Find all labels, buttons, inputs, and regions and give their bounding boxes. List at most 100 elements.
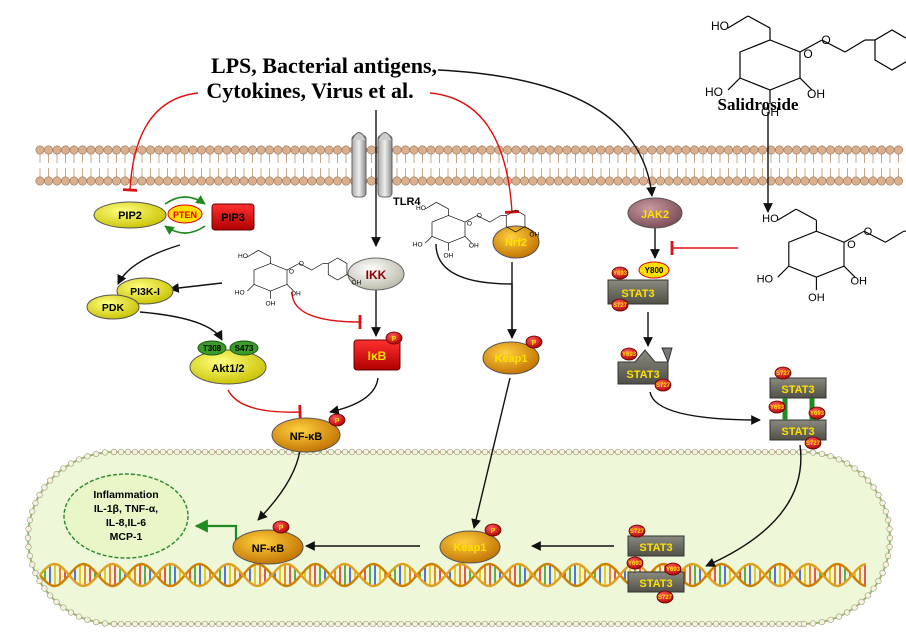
pten-node: PTEN [164, 195, 206, 235]
stat3-node-2: STAT3 Y693 S727 [617, 347, 673, 392]
keap1-to-nucleus [471, 377, 511, 529]
svg-text:OH: OH [351, 279, 361, 286]
stimulus-line2: Cytokines, Virus et al. [206, 78, 413, 103]
dimer-to-nucleus [705, 444, 802, 567]
svg-text:Y693: Y693 [622, 352, 637, 358]
connectors [117, 69, 802, 567]
svg-text:O: O [864, 226, 873, 238]
pi3k-node: PI3K-I [116, 277, 174, 305]
salidroside-to-keap1 [435, 243, 517, 339]
dna-helix [39, 562, 867, 588]
stimulus-line1: LPS, Bacterial antigens, [211, 53, 437, 78]
svg-text:OH: OH [266, 300, 276, 307]
svg-text:O: O [803, 47, 812, 61]
inhibit-nrf2 [429, 92, 520, 214]
svg-text:OH: OH [761, 105, 779, 119]
nfkb-nucleus-node: NF-κB P [232, 520, 304, 565]
stimulus-to-jak2 [437, 69, 656, 197]
svg-text:HO: HO [413, 241, 423, 248]
svg-text:OH: OH [850, 276, 867, 288]
svg-text:OH: OH [529, 231, 539, 238]
stat3-dimer-cytoplasm: STAT3 STAT3 S727 Y693 Y693 S727 [768, 366, 827, 450]
pip3-node: PIP3 [211, 203, 255, 231]
svg-text:OH: OH [291, 290, 301, 297]
svg-text:JAK2: JAK2 [641, 209, 669, 221]
svg-text:MCP-1: MCP-1 [110, 531, 143, 543]
svg-text:OH: OH [444, 252, 454, 259]
stat3-node-1: STAT3 Y800 Y693 S727 [607, 261, 670, 312]
nfkb-to-nucleus [257, 449, 301, 521]
svg-text:STAT3: STAT3 [781, 384, 814, 396]
svg-text:Y693: Y693 [613, 271, 628, 277]
pdk-node: PDK [86, 294, 140, 320]
svg-text:NF-κB: NF-κB [252, 543, 284, 555]
svg-text:P: P [392, 336, 397, 343]
svg-text:IκB: IκB [368, 349, 387, 363]
inhibit-ikb [291, 291, 362, 330]
stat3-to-dimer [649, 391, 761, 425]
svg-text:Nrf2: Nrf2 [505, 237, 527, 249]
svg-text:PIP2: PIP2 [118, 210, 142, 222]
ikb-node: IκB P [353, 331, 403, 371]
keap1-nucleus-node: Keap1 P [439, 523, 502, 564]
svg-text:S727: S727 [656, 383, 671, 389]
tlr4-receptor: TLR4 [351, 132, 421, 208]
svg-text:PI3K-I: PI3K-I [130, 286, 160, 298]
svg-text:Keap1: Keap1 [453, 542, 486, 554]
svg-text:O: O [477, 213, 482, 220]
svg-text:HO: HO [238, 253, 248, 260]
svg-text:PDK: PDK [102, 302, 125, 314]
s473-label: S473 [235, 344, 254, 353]
svg-text:P: P [279, 525, 284, 532]
svg-text:Y693: Y693 [666, 567, 681, 573]
svg-text:NF-κB: NF-κB [290, 431, 322, 443]
pdk-to-akt [139, 311, 223, 341]
svg-text:S727: S727 [776, 371, 791, 377]
inhibit-pip2 [122, 92, 199, 192]
nfkb-node: NF-κB P [271, 413, 346, 453]
inhibit-nfkb [227, 389, 302, 420]
keap1-node: Keap1 P [482, 335, 543, 375]
pip3-to-pi3k [117, 244, 181, 285]
svg-text:HO: HO [711, 19, 729, 33]
svg-text:S727: S727 [630, 529, 645, 535]
svg-text:O: O [467, 220, 472, 227]
svg-text:OH: OH [469, 242, 479, 249]
svg-text:OH: OH [807, 87, 825, 101]
akt-node: Akt1/2 T308 S473 [189, 340, 267, 385]
svg-text:P: P [491, 528, 496, 535]
svg-text:PIP3: PIP3 [221, 212, 245, 224]
svg-text:O: O [821, 33, 830, 47]
svg-text:STAT3: STAT3 [639, 578, 672, 590]
svg-text:Y693: Y693 [770, 405, 785, 411]
tlr4-label: TLR4 [393, 196, 421, 208]
ikb-to-nfkb [329, 377, 379, 415]
svg-text:P: P [532, 340, 537, 347]
svg-text:Inflammation: Inflammation [93, 489, 158, 501]
svg-text:S727: S727 [806, 441, 821, 447]
svg-text:HO: HO [762, 213, 779, 225]
svg-text:HO: HO [705, 85, 723, 99]
cell-membrane [35, 145, 903, 186]
svg-text:Y693: Y693 [810, 411, 825, 417]
svg-text:Akt1/2: Akt1/2 [211, 363, 244, 375]
pip2-node: PIP2 [93, 201, 167, 229]
inflammation-box: Inflammation IL-1β, TNF-α, IL-8,IL-6 MCP… [63, 473, 189, 559]
svg-text:S727: S727 [658, 595, 673, 601]
jak2-node: JAK2 [627, 197, 683, 229]
svg-text:STAT3: STAT3 [781, 426, 814, 438]
svg-text:O: O [289, 268, 294, 275]
salidroside-label: Salidroside [718, 95, 799, 114]
svg-text:IKK: IKK [366, 268, 387, 282]
svg-text:HO: HO [235, 289, 245, 296]
svg-text:STAT3: STAT3 [639, 542, 672, 554]
svg-text:STAT3: STAT3 [621, 288, 654, 300]
svg-text:P: P [335, 418, 340, 425]
nrf2-node: Nrf2 [492, 225, 540, 259]
